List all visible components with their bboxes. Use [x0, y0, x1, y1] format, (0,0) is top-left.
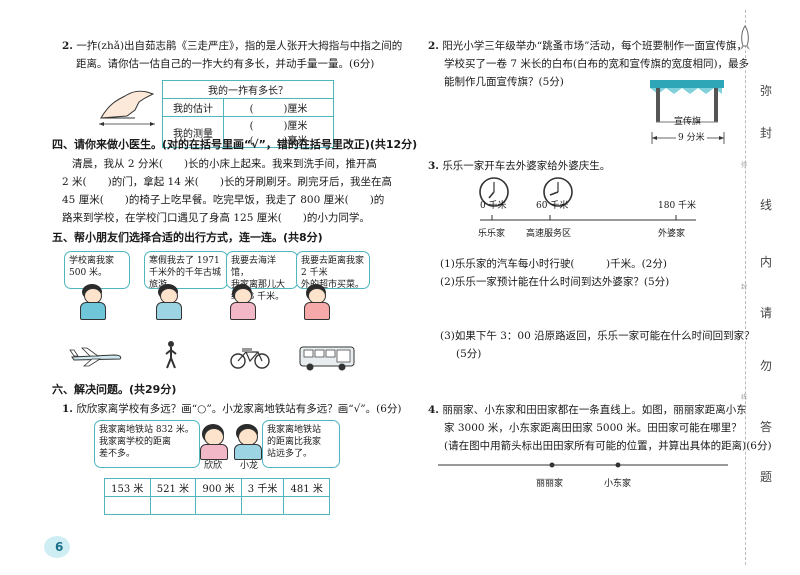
right-question-3: 3. 乐乐一家开车去外婆家给外婆庆生。 [428, 160, 611, 172]
option-cell[interactable]: 900 米 [195, 478, 242, 497]
option-cell[interactable]: 481 米 [283, 478, 330, 497]
speech-bubble: 我要去海洋馆， 我家离那儿大 约 23 千米。 [226, 251, 298, 302]
airplane-icon [69, 347, 122, 367]
right-question-2-line-2: 学校买了一卷 7 米长的白布(白布的宽和宣传旗的宽度相同)，最多 [444, 58, 750, 70]
section-4-line: 路来到学校，在学校门口遇见了身高 125 厘米( )的小力同学。 [62, 212, 370, 224]
question-number: 4. [428, 404, 439, 416]
right-question-4-line-3: (请在图中用箭头标出田田家所有可能的位置，并算出具体的距离)(6分) [444, 440, 772, 452]
position-label: 丽丽家 [536, 479, 564, 489]
binding-small-char: 封 [741, 284, 748, 291]
sub-question-2: (2)乐乐一家预计能在什么时间到达外婆家？(5分) [440, 276, 670, 288]
bus-icon [299, 346, 355, 371]
answer-cell[interactable] [195, 496, 242, 515]
question-number: 2. [428, 40, 439, 52]
section-6-question-1: 1. 欣欣家离学校有多远？画“○”。小龙家离地铁站有多远？画“√”。(6分) [62, 403, 402, 415]
estimate-input[interactable]: ( )厘米 [223, 98, 334, 117]
question-number: 3. [428, 160, 439, 172]
route-place: 乐乐家 [478, 229, 506, 239]
section-6-title: 六、解决问题。(共29分) [52, 383, 177, 396]
length-label: 9 分米 [676, 132, 707, 144]
route-mark: 60 千米 [536, 201, 569, 211]
binding-small-char: 弥 [741, 162, 748, 169]
section-5-title: 五、帮小朋友们选择合适的出行方式，连一连。(共8分) [52, 231, 323, 244]
answer-cell[interactable] [149, 496, 197, 515]
seal-char: 请 [760, 306, 773, 320]
seal-char: 题 [760, 470, 773, 484]
route-mark: 180 千米 [658, 201, 697, 211]
speech-bubble-xinxin: 我家离地铁站 832 米。 我家离学校的距离 差不多。 [94, 420, 200, 468]
walking-person-icon [165, 341, 177, 369]
answer-cell[interactable] [240, 496, 285, 515]
table-row [104, 496, 330, 515]
speech-bubble-xiaolong: 我家离地铁站 的距离比我家 站远多了。 [262, 420, 340, 468]
right-question-4-line-1: 4. 丽丽家、小东家和田田家都在一条直线上。如图，丽丽家距离小东 [428, 404, 747, 416]
seal-char: 内 [760, 255, 773, 269]
route-place: 高速服务区 [526, 229, 572, 239]
position-line [438, 462, 728, 468]
sub-question-3-points: (5分) [456, 348, 482, 360]
right-question-4-line-2: 家 3000 米，小东家距离田田家 5000 米。田田家可能在哪里？ [444, 422, 742, 434]
clock-icon [543, 177, 573, 207]
page-number-badge [44, 536, 70, 558]
hand-span-illustration [99, 90, 155, 126]
table-title: 我的一拃有多长？ [162, 80, 334, 99]
bicycle-icon [230, 348, 270, 369]
seal-char: 线 [760, 198, 773, 212]
answer-cell[interactable] [104, 496, 151, 515]
right-question-2-line-3: 能制作几面宣传旗？(5分) [444, 76, 564, 88]
speech-bubble: 我要去距离我家 2 千米 外的超市买菜。 [296, 251, 370, 290]
position-label: 小东家 [604, 479, 632, 489]
clock-icon [479, 177, 509, 207]
table-row: 153 米 521 米 900 米 3 千米 481 米 [104, 478, 330, 497]
option-cell[interactable]: 153 米 [104, 478, 151, 497]
section-4-title: 四、请你来做小医生。(对的在括号里画“√”，错的在括号里改正)(共12分) [52, 138, 418, 151]
page-number: 6 [55, 540, 64, 554]
measure-input[interactable]: ( )厘米 ( )毫米 [223, 116, 334, 148]
option-cell[interactable]: 3 千米 [240, 478, 285, 497]
seal-char: 弥 [760, 84, 773, 98]
table-row: 我的估计 ( )厘米 [162, 98, 334, 117]
question-2-line-1: 2. 一拃(zhǎ)出自茹志鹃《三走严庄》，指的是人张开大拇指与中指之间的 [62, 40, 403, 52]
option-cell[interactable]: 521 米 [149, 478, 197, 497]
name-xiaolong: 小龙 [240, 461, 259, 471]
route-line [480, 215, 696, 221]
question-2-line-2: 距离。请你估一估自己的一拃大约有多长，并动手量一量。(6分) [76, 58, 375, 70]
route-mark: 0 千米 [480, 201, 507, 211]
sub-question-3: (3)如果下午 3：00 沿原路返回，乐乐一家可能在什么时间回到家？ [440, 330, 755, 342]
table-row: 我的测量 ( )厘米 ( )毫米 [162, 116, 334, 148]
speech-bubble: 寒假我去了 1971 千米外的千年古城旅游。 [144, 251, 228, 290]
seal-char: 勿 [760, 359, 773, 373]
flag-label: 宣传旗 [674, 117, 702, 127]
speech-bubble: 学校离我家 500 米。 [64, 251, 130, 289]
section-4-line: 清晨，我从 2 分米( )长的小床上起来。我来到洗手间，推开高 [72, 158, 378, 170]
sub-question-1: (1)乐乐家的汽车每小时行驶( )千米。(2分) [440, 258, 667, 270]
answer-cell[interactable] [283, 496, 330, 515]
banner-flag-illustration [650, 80, 724, 123]
seal-char: 封 [760, 126, 773, 140]
question-number: 2. [62, 40, 73, 52]
section-4-line: 45 厘米( )的椅子上吃早餐。吃完早饭，我走了 800 厘米( )的 [62, 194, 385, 206]
right-question-2-line-1: 2. 阳光小学三年级举办“跳蚤市场”活动，每个班要制作一面宣传旗， [428, 40, 748, 52]
hand-span-table: 我的一拃有多长？ 我的估计 ( )厘米 我的测量 ( )厘米 ( )毫米 [162, 80, 334, 148]
rocket-icon [740, 25, 750, 50]
binding-line [745, 10, 746, 565]
route-place: 外婆家 [658, 229, 686, 239]
seal-char: 答 [760, 420, 773, 434]
section-4-line: 2 米( )的门，拿起 14 米( )长的牙刷刷牙。刷完牙后，我坐在高 [62, 176, 392, 188]
question-number: 1. [62, 403, 73, 415]
name-xinxin: 欣欣 [204, 461, 223, 471]
distance-options-table: 153 米 521 米 900 米 3 千米 481 米 [104, 478, 330, 515]
binding-small-char: 线 [741, 394, 748, 401]
